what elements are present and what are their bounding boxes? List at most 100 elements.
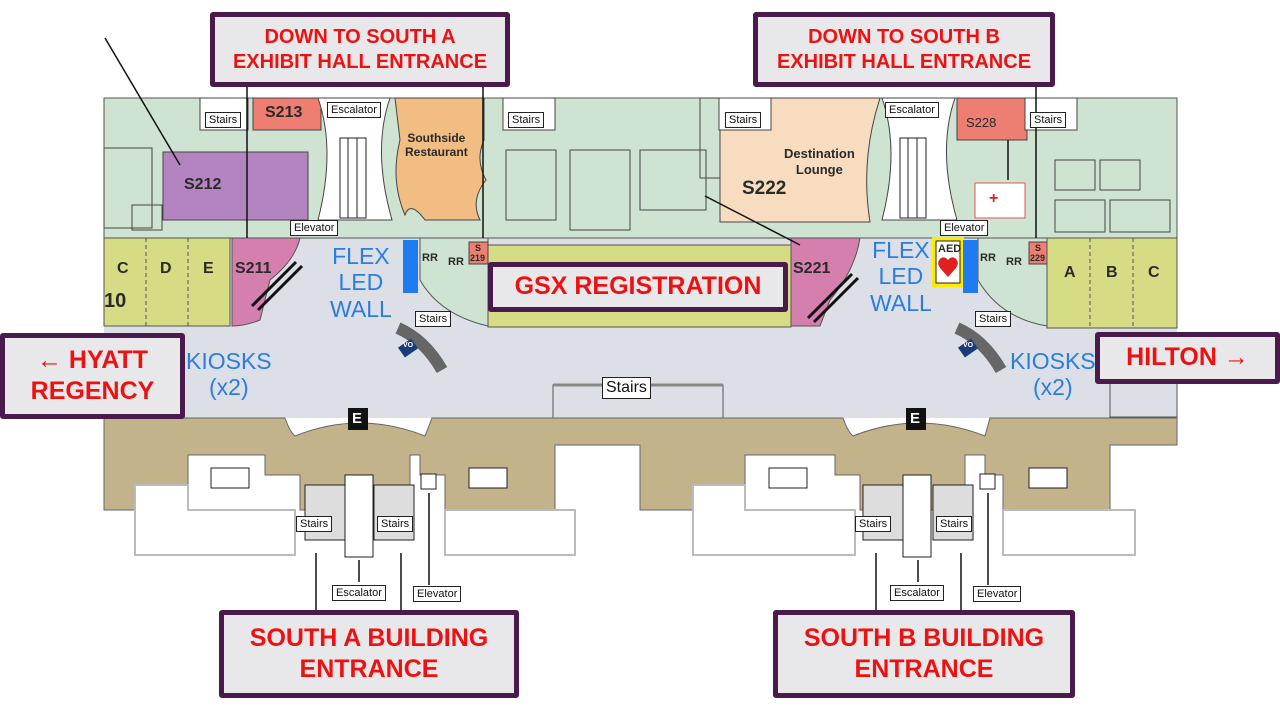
- room-s213-label: S213: [265, 104, 303, 121]
- central-stairs-tag: Stairs: [602, 377, 651, 399]
- hilton-stub: [1109, 382, 1178, 418]
- label-line: KIOSKS: [186, 348, 272, 374]
- label-line: KIOSKS: [1010, 348, 1096, 374]
- interior-walls: [103, 97, 1171, 233]
- pointer-arrows: [104, 37, 1037, 610]
- callout-hilton: HILTON →: [1095, 332, 1280, 384]
- elevator-tag: Elevator: [940, 220, 989, 236]
- stairs-tag: Stairs: [508, 112, 545, 128]
- entrance-marker-a: E: [352, 410, 363, 427]
- hall-right-b: B: [1106, 264, 1118, 281]
- concourse: [103, 417, 1178, 511]
- room-s229-label-b: 229: [1030, 253, 1046, 263]
- callout-line: ENTRANCE: [299, 655, 439, 683]
- curved-stairs-b: [954, 322, 1007, 374]
- elevator-tag: Elevator: [973, 586, 1022, 602]
- escalator-void-a: [317, 97, 393, 221]
- label-line: LED: [338, 269, 384, 296]
- room-s213-shape: [252, 97, 322, 131]
- room-s212-shape: [162, 151, 309, 221]
- courtyards: [134, 484, 1136, 556]
- room-s219-label-a: S: [475, 243, 482, 253]
- callout-south-b-building: SOUTH B BUILDING ENTRANCE: [773, 610, 1075, 698]
- room-s228-shape: [956, 97, 1028, 141]
- label-line: FLEX: [332, 243, 390, 269]
- room-s219-shape: [468, 241, 489, 265]
- hall-left-block: [103, 237, 231, 327]
- entrance-marker-a-bg: [348, 408, 368, 430]
- vo-label: VO: [403, 342, 414, 349]
- entrance-marker-b-bg: [906, 408, 926, 430]
- callout-line: EXHIBIT HALL ENTRANCE: [232, 50, 488, 73]
- hall-left-d: D: [160, 260, 172, 277]
- label-line: Restaurant: [405, 145, 468, 159]
- restroom-label: RR: [422, 252, 438, 264]
- callout-gsx-registration: GSX REGISTRATION: [488, 262, 788, 312]
- room-s211-label: S211: [235, 260, 272, 277]
- first-aid-room: [974, 182, 1026, 219]
- stairs-tag: Stairs: [855, 516, 892, 532]
- restroom-label: RR: [980, 252, 996, 264]
- callout-hyatt-regency: ← HYATT REGENCY: [0, 333, 185, 419]
- flex-led-wall-a: [403, 240, 418, 293]
- stairs-tag: Stairs: [936, 516, 973, 532]
- label-line: Destination: [784, 146, 855, 161]
- room-s228-label: S228: [966, 115, 997, 130]
- stairs-tag: Stairs: [205, 112, 242, 128]
- callout-line: SOUTH B BUILDING: [803, 623, 1045, 652]
- label-line: WALL: [330, 295, 392, 322]
- stairs-tag: Stairs: [1030, 112, 1067, 128]
- room-s212-label: S212: [184, 176, 222, 193]
- hall-right-block: [1046, 237, 1178, 329]
- hall-left-number: 10: [104, 290, 127, 312]
- callout-line: SOUTH A BUILDING: [249, 623, 489, 652]
- stairs-tag: Stairs: [725, 112, 762, 128]
- flex-led-wall-label-b: FLEX LED WALL: [870, 237, 932, 316]
- room-s229-label-a: S: [1035, 243, 1042, 253]
- label-line: Lounge: [795, 162, 843, 177]
- hall-right-a: A: [1064, 264, 1076, 281]
- aed-heart-icon: [938, 257, 958, 277]
- hall-right-c: C: [1148, 264, 1160, 281]
- room-southside-shape: [394, 97, 487, 221]
- aed-label: AED: [938, 243, 962, 255]
- flex-led-wall-label-a: FLEX LED WALL: [330, 243, 392, 322]
- label-line: (x2): [1033, 374, 1073, 401]
- callout-line: DOWN TO SOUTH B: [808, 25, 1000, 48]
- restroom-label: RR: [448, 256, 464, 268]
- callout-line: ENTRANCE: [854, 655, 994, 683]
- escalator-tag: Escalator: [885, 102, 939, 118]
- callout-line: HILTON →: [1126, 343, 1249, 372]
- kiosks-label-b: KIOSKS (x2): [1010, 348, 1096, 401]
- label-line: WALL: [870, 289, 932, 316]
- escalator-tag: Escalator: [890, 585, 944, 601]
- callout-line: ← HYATT: [36, 345, 149, 374]
- callout-south-b-exhibit: DOWN TO SOUTH B EXHIBIT HALL ENTRANCE: [753, 12, 1055, 87]
- first-aid-icon: +: [989, 190, 999, 207]
- vo-label: VO: [963, 342, 974, 349]
- callout-south-a-exhibit: DOWN TO SOUTH A EXHIBIT HALL ENTRANCE: [210, 12, 510, 87]
- label-line: (x2): [209, 374, 249, 401]
- callout-line: REGENCY: [30, 377, 155, 405]
- stairs-tag: Stairs: [296, 516, 333, 532]
- elevator-tag: Elevator: [290, 220, 339, 236]
- room-s222-label: S222: [742, 178, 787, 199]
- hall-left-e: E: [203, 260, 214, 277]
- southside-restaurant-label: Southside Restaurant: [405, 131, 468, 159]
- elevator-tag: Elevator: [413, 586, 462, 602]
- label-line: FLEX: [872, 237, 930, 263]
- callout-line: GSX REGISTRATION: [514, 272, 762, 301]
- vo-marker-b: [958, 338, 978, 358]
- stairs-tag: Stairs: [415, 311, 452, 327]
- entrance-marker-b: E: [910, 410, 921, 427]
- kiosks-label-a: KIOSKS (x2): [186, 348, 272, 401]
- curved-stairs-a: [395, 322, 448, 374]
- escalator-tag: Escalator: [327, 102, 381, 118]
- stairs-tag: Stairs: [975, 311, 1012, 327]
- callout-line: EXHIBIT HALL ENTRANCE: [776, 50, 1032, 73]
- room-s211-shape: [231, 237, 301, 327]
- flex-led-wall-b: [963, 240, 978, 293]
- label-line: Southside: [407, 131, 466, 145]
- diagonal-escalator: [250, 260, 860, 324]
